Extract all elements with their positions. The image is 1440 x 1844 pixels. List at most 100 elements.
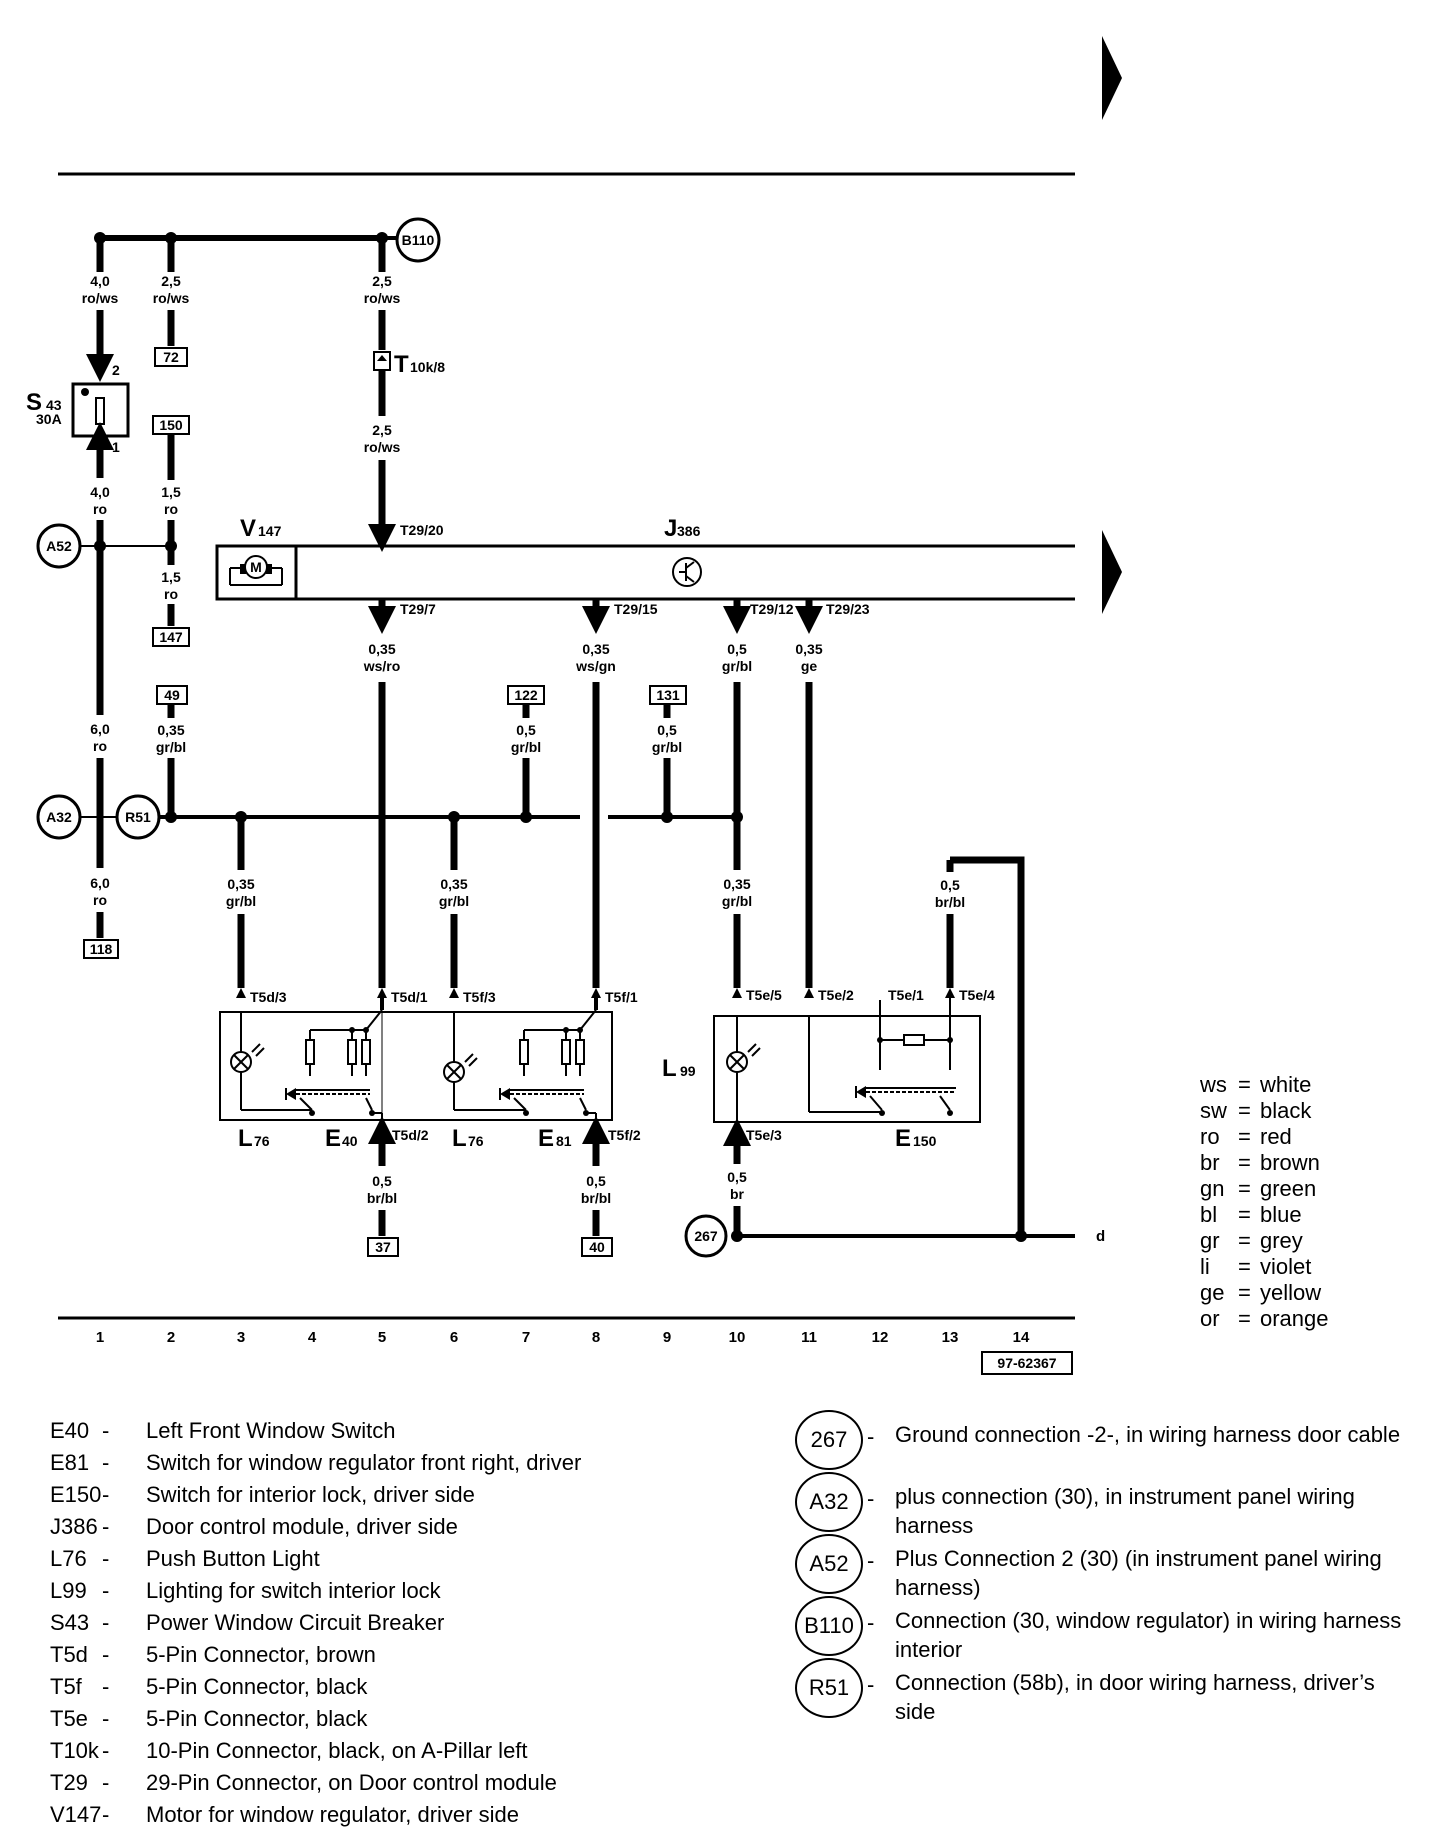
conn-a32-label: A32 — [46, 809, 72, 825]
legend-dash: - — [867, 1424, 875, 1449]
equals-sign: = — [1238, 1124, 1251, 1149]
circuit-breaker-s43 — [71, 382, 130, 438]
wire-color: ro/ws — [364, 439, 401, 455]
legend-dash: - — [102, 1450, 110, 1475]
ref-box — [367, 1237, 399, 1257]
legend-desc: Lighting for switch interior lock — [146, 1578, 441, 1603]
pin-t29-7: T29/7 — [400, 601, 436, 617]
legend-desc: 5-Pin Connector, black — [146, 1706, 368, 1731]
glossary-code: sw — [1200, 1098, 1227, 1123]
column-number: 5 — [378, 1329, 386, 1346]
legend-desc: Switch for interior lock, driver side — [146, 1482, 475, 1507]
legend-code: S43 — [50, 1610, 90, 1635]
l76-letter: L — [238, 1125, 253, 1152]
glossary-code: li — [1200, 1254, 1210, 1279]
ref-122: 122 — [514, 687, 538, 703]
pin-t5f-2: T5f/2 — [608, 1127, 641, 1143]
transistor-icon — [672, 557, 702, 587]
legend-dash: - — [102, 1546, 110, 1571]
equals-sign: = — [1238, 1072, 1251, 1097]
pin-t29-15: T29/15 — [614, 601, 658, 617]
t10k-letter: T — [394, 351, 409, 378]
legend-code: V147 — [50, 1802, 102, 1827]
wire-size: 0,5 — [940, 877, 960, 893]
e81-num: 81 — [556, 1133, 572, 1149]
l76-num: 76 — [254, 1133, 270, 1149]
glossary-name: white — [1260, 1072, 1312, 1097]
e81-letter: E — [538, 1125, 554, 1152]
legend-code: L99 — [50, 1578, 87, 1603]
glossary-code: bl — [1200, 1202, 1218, 1227]
legend-desc: Power Window Circuit Breaker — [146, 1610, 445, 1635]
t10k-pin: 10k/8 — [410, 359, 445, 375]
pin-s43-1: 1 — [112, 439, 120, 455]
column-number: 7 — [522, 1329, 530, 1346]
v147-letter: V — [240, 515, 256, 542]
wire-size: 6,0 — [90, 875, 110, 891]
wire-size: 1,5 — [161, 569, 181, 585]
glossary-name: brown — [1260, 1150, 1320, 1175]
pin-t5e-5: T5e/5 — [746, 987, 782, 1003]
legend-dash: - — [102, 1770, 110, 1795]
equals-sign: = — [1238, 1098, 1251, 1123]
wire-color: br — [730, 1186, 745, 1202]
glossary-name: orange — [1260, 1306, 1329, 1331]
glossary-code: ro — [1200, 1124, 1220, 1149]
wire-color: gr/bl — [439, 893, 469, 909]
connection-circle: 267 — [795, 1410, 863, 1470]
legend-code: T5d — [50, 1642, 88, 1667]
pin-t5d-1: T5d/1 — [391, 989, 428, 1005]
wire-size: 0,35 — [227, 876, 254, 892]
junction-dot — [731, 1230, 743, 1242]
glossary-code: gr — [1200, 1228, 1220, 1253]
glossary-name: blue — [1260, 1202, 1302, 1227]
wire-size: 0,5 — [727, 641, 747, 657]
wire-color: br/bl — [581, 1190, 611, 1206]
column-number: 1 — [96, 1329, 104, 1346]
wire-size: 0,5 — [657, 722, 677, 738]
conn-b110-label: B110 — [402, 232, 435, 248]
wire-col13-loop — [950, 856, 1025, 1236]
conn-267-label: 267 — [694, 1228, 718, 1244]
wire-color: ws/gn — [575, 658, 616, 674]
legend-dash: - — [867, 1548, 875, 1573]
glossary-code: ws — [1200, 1072, 1227, 1097]
equals-sign: = — [1238, 1280, 1251, 1305]
e40-letter: E — [325, 1125, 341, 1152]
wire-color: gr/bl — [511, 739, 541, 755]
pin-t5d-3: T5d/3 — [250, 989, 287, 1005]
legend-code: J386 — [50, 1514, 98, 1539]
s43-num: 43 — [46, 397, 62, 413]
connection-a52: A52 — [36, 523, 82, 569]
wire-color: br/bl — [367, 1190, 397, 1206]
wire-size: 0,35 — [582, 641, 609, 657]
wire-color: ro — [93, 738, 107, 754]
pin-t29-23: T29/23 — [826, 601, 870, 617]
wire-size: 0,35 — [795, 641, 822, 657]
ref-box — [581, 1237, 613, 1257]
glossary-name: yellow — [1260, 1280, 1322, 1305]
legend-desc: 29-Pin Connector, on Door control module — [146, 1770, 557, 1795]
column-number: 2 — [167, 1329, 175, 1346]
column-number: 9 — [663, 1329, 671, 1346]
column-number: 13 — [942, 1329, 959, 1346]
switch-e81 — [499, 998, 598, 1130]
conn-r51-label: R51 — [125, 809, 151, 825]
wire-color: ge — [801, 658, 818, 674]
legend-dash: - — [102, 1642, 110, 1667]
glossary-name: violet — [1260, 1254, 1312, 1279]
s43-rating: 30A — [36, 411, 62, 427]
l99-num: 99 — [680, 1063, 696, 1079]
wire-size: 0,5 — [727, 1169, 747, 1185]
ref-40: 40 — [589, 1239, 605, 1255]
wire-color: ro/ws — [153, 290, 190, 306]
pin-t5e-3: T5e/3 — [746, 1127, 782, 1143]
connection-desc: Connection (30, window regulator) in wir… — [895, 1608, 1402, 1662]
legend-code: E150 — [50, 1482, 102, 1507]
legend-dash: - — [102, 1514, 110, 1539]
ref-box — [152, 627, 190, 647]
legend-dash: - — [867, 1672, 875, 1697]
wire-color: ro — [93, 892, 107, 908]
connection-desc: Ground connection -2-, in wiring harness… — [895, 1422, 1401, 1447]
connection-a32: A32 — [36, 794, 82, 840]
